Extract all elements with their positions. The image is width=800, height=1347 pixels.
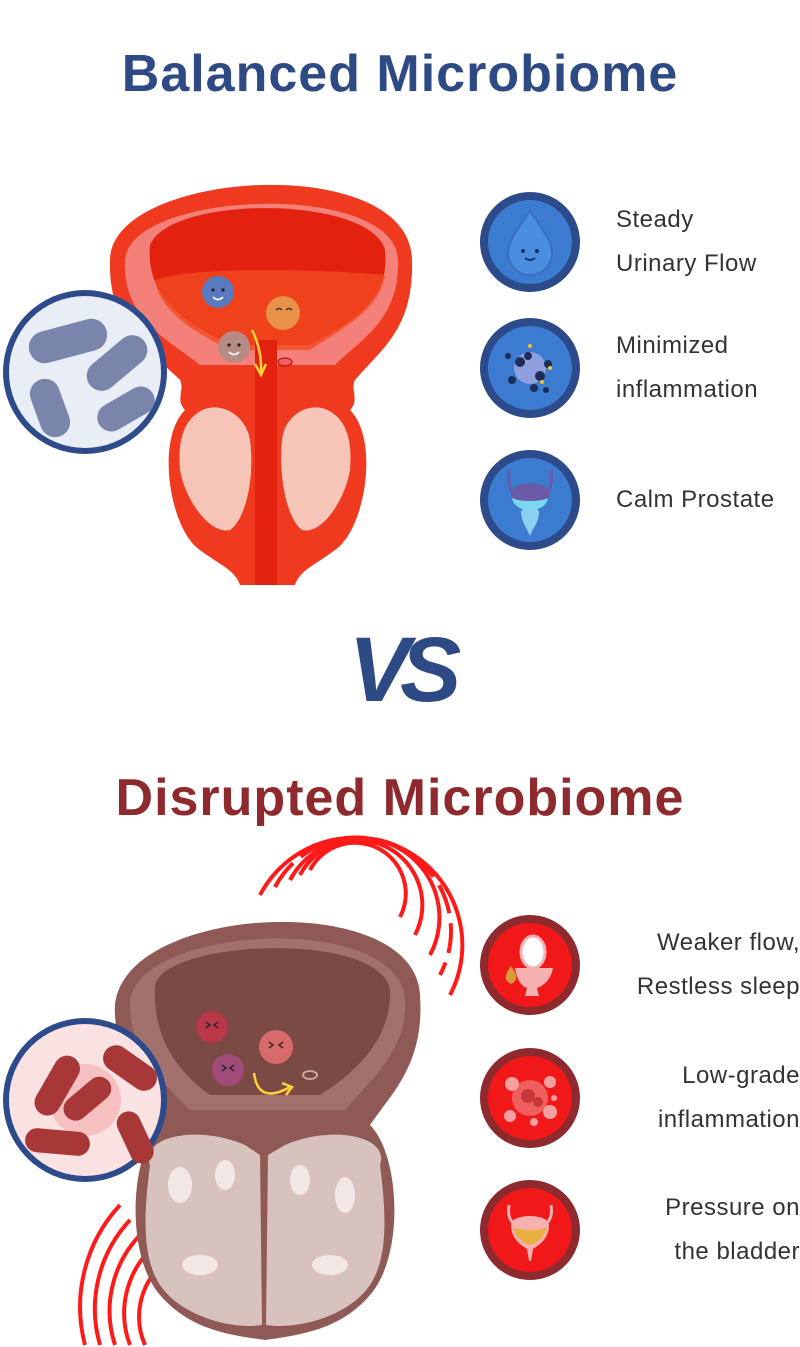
water-drop-icon xyxy=(480,192,580,292)
toilet-icon xyxy=(480,915,580,1015)
angry-bacterium xyxy=(196,1011,228,1043)
vs-label: VS xyxy=(348,619,462,721)
benefit-label-line: Minimized xyxy=(616,332,729,359)
cells-icon xyxy=(480,318,580,418)
prostate-lobe-right xyxy=(281,407,351,531)
symptom-label-line: inflammation xyxy=(657,1106,800,1133)
pain-waves-top xyxy=(258,835,465,996)
benefit-calm-prostate: Calm Prostate xyxy=(480,450,775,550)
angry-bacterium xyxy=(259,1030,293,1064)
symptom-pressure-on-bladder: Pressure on the bladder xyxy=(480,1180,800,1280)
benefit-label-line: Urinary Flow xyxy=(616,250,757,277)
symptom-label-line: Weaker flow, xyxy=(657,929,800,956)
angry-bacterium xyxy=(212,1054,244,1086)
benefit-label-line: Steady xyxy=(616,206,694,233)
benefit-steady-urinary-flow: Steady Urinary Flow xyxy=(480,192,757,292)
inflamed-cells-icon xyxy=(480,1048,580,1148)
healthy-prostate-illustration xyxy=(3,184,413,585)
happy-bacterium-brown xyxy=(218,331,250,363)
symptom-label-line: the bladder xyxy=(674,1238,800,1265)
disrupted-title: Disrupted Microbiome xyxy=(115,769,685,827)
balanced-title: Balanced Microbiome xyxy=(121,45,679,103)
happy-bacterium-blue xyxy=(202,276,234,308)
happy-bacterium-orange xyxy=(266,296,300,330)
inflamed-prostate-illustration xyxy=(3,835,465,1346)
benefit-minimized-inflammation: Minimized inflammation xyxy=(480,318,758,418)
bladder-lumen xyxy=(154,948,391,1095)
prostate-icon xyxy=(480,450,580,550)
symptom-label-line: Pressure on xyxy=(665,1194,800,1221)
bladder-pressure-icon xyxy=(480,1180,580,1280)
benefit-label-line: inflammation xyxy=(616,376,759,403)
benefit-label-line: Calm Prostate xyxy=(616,486,775,513)
symptom-low-grade-inflammation: Low-grade inflammation xyxy=(480,1048,800,1148)
prostate-lobe-left xyxy=(179,407,252,531)
symptom-label-line: Restless sleep xyxy=(636,973,800,1000)
symptom-label-line: Low-grade xyxy=(682,1062,800,1089)
symptom-weaker-flow-restless-sleep: Weaker flow, Restless sleep xyxy=(480,915,800,1015)
